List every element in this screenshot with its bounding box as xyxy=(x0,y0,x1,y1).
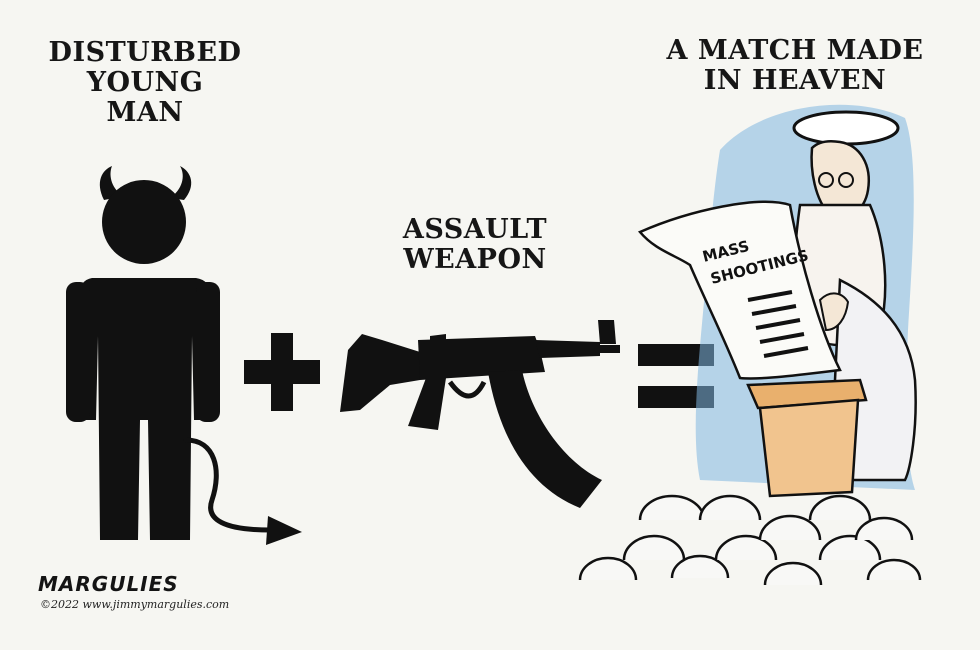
newspaper-icon xyxy=(637,200,842,380)
right-arm-icon xyxy=(196,282,220,422)
rifle-icon xyxy=(340,320,620,508)
caption-line: IN HEAVEN xyxy=(703,65,887,96)
devil-tail-icon xyxy=(183,437,273,533)
halo-icon xyxy=(792,110,900,146)
right-horn-icon xyxy=(170,166,192,200)
copyright-text: ©2022 www.jimmymargulies.com xyxy=(40,598,230,611)
artist-signature: MARGULIES xyxy=(38,572,179,596)
clouds-icon xyxy=(578,494,922,586)
caption-assault-weapon: ASSAULT WEAPON xyxy=(380,215,570,275)
left-arm-icon xyxy=(66,282,90,422)
equals-sign-icon xyxy=(638,344,714,408)
newspaper-text-lines xyxy=(747,290,809,358)
devil-man-icon xyxy=(66,166,220,540)
caption-disturbed-young-man: DISTURBED YOUNG MAN xyxy=(40,38,250,128)
hand-icon xyxy=(818,292,850,332)
caption-line: A MATCH MADE xyxy=(666,35,924,66)
caption-match-made-in-heaven: A MATCH MADE IN HEAVEN xyxy=(660,36,930,96)
podium-icon xyxy=(758,398,860,498)
glasses-icon xyxy=(818,172,834,188)
caption-line: MAN xyxy=(106,97,184,128)
caption-line: YOUNG xyxy=(86,67,204,98)
caption-line: ASSAULT xyxy=(402,214,548,245)
heaven-scene: MASS SHOOTINGS xyxy=(578,104,922,586)
left-horn-icon xyxy=(99,166,124,200)
head-icon xyxy=(102,180,186,264)
tail-arrow-icon xyxy=(266,516,302,545)
plus-sign-icon xyxy=(244,333,320,411)
body-icon xyxy=(78,278,212,540)
old-man-head-icon xyxy=(810,140,871,220)
caption-line: DISTURBED xyxy=(48,37,242,68)
caption-line: WEAPON xyxy=(403,244,547,275)
